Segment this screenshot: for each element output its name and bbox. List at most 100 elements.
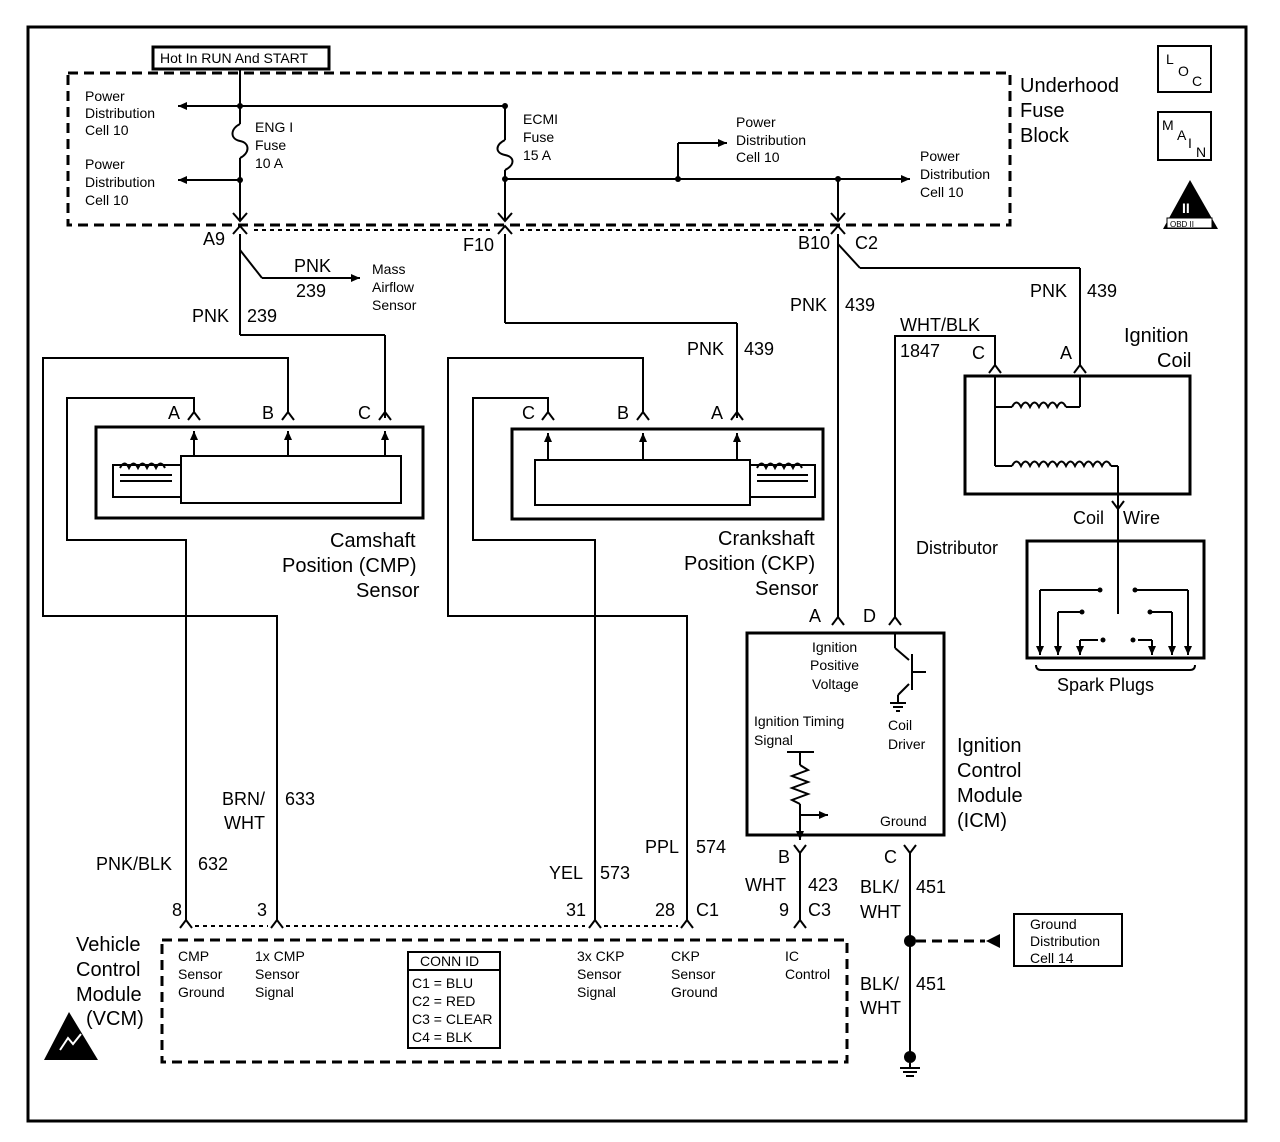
wire-color-pnk: PNK xyxy=(790,295,827,315)
vcm-label: Vehicle Control Module (VCM) xyxy=(76,934,144,1030)
svg-text:WHT: WHT xyxy=(860,902,901,922)
vcm-pin-31: 31 xyxy=(566,900,586,920)
svg-text:Ignition Timing: Ignition Timing xyxy=(754,713,844,729)
svg-text:Cell 10: Cell 10 xyxy=(85,192,129,208)
wire-color-pnk: PNK xyxy=(1030,281,1067,301)
svg-text:Positive: Positive xyxy=(810,657,859,673)
vcm-pin-8: 8 xyxy=(172,900,182,920)
ignition-control-module xyxy=(745,631,946,840)
ignition-coil-label: Ignition Coil xyxy=(1124,325,1191,372)
wire-color-wht-blk: WHT/BLK xyxy=(900,315,980,335)
maf-sensor-label: Mass Airflow Sensor xyxy=(372,261,417,313)
connector-a9 xyxy=(232,212,248,223)
terminal-c2: C2 xyxy=(855,233,878,253)
svg-text:N: N xyxy=(1196,144,1206,160)
main-icon: M A I N xyxy=(1157,111,1212,161)
svg-text:C1 = BLU: C1 = BLU xyxy=(412,975,473,991)
svg-text:Cell 14: Cell 14 xyxy=(1030,950,1074,966)
svg-text:O: O xyxy=(1178,63,1189,79)
distributor-label: Distributor xyxy=(916,538,998,558)
vcm-cmp-sensor-ground: CMP Sensor Ground xyxy=(178,948,225,1000)
svg-text:Mass: Mass xyxy=(372,261,405,277)
svg-text:Airflow: Airflow xyxy=(372,279,415,295)
conn-id-table: CONN ID C1 = BLU C2 = RED C3 = CLEAR C4 … xyxy=(407,951,501,1049)
wire-label-blk-wht-451: BLK/ WHT 451 xyxy=(860,974,946,1018)
ckp-sensor-label: Crankshaft Position (CKP) Sensor xyxy=(684,528,819,600)
vcm-ckp-sensor-signal: 3x CKP Sensor Signal xyxy=(577,948,624,1000)
svg-text:Cell 10: Cell 10 xyxy=(85,122,129,138)
svg-text:Voltage: Voltage xyxy=(812,676,859,692)
icm-label: Ignition Control Module (ICM) xyxy=(957,735,1023,832)
wire-color-pnk: PNK xyxy=(192,306,229,326)
cmp-pin-a: A xyxy=(168,403,180,423)
svg-text:451: 451 xyxy=(916,877,946,897)
svg-text:CKP: CKP xyxy=(671,948,700,964)
wire-color-ppl: PPL xyxy=(645,837,679,857)
svg-text:WHT: WHT xyxy=(860,998,901,1018)
svg-text:Fuse: Fuse xyxy=(523,129,554,145)
engi-fuse-label: ENG I Fuse 10 A xyxy=(255,119,293,171)
icm-pin-d: D xyxy=(863,606,876,626)
ignition-coil xyxy=(963,374,1192,496)
location-icon: L O C xyxy=(1157,45,1212,93)
ckp-sensor xyxy=(510,427,825,521)
fuse-symbol-ecmi xyxy=(496,139,514,171)
svg-text:OBD II: OBD II xyxy=(1170,220,1194,229)
wire-color-yel: YEL xyxy=(549,863,583,883)
ckp-pin-c: C xyxy=(522,403,535,423)
vcm-ic-control: IC Control xyxy=(785,948,830,982)
svg-text:Ground: Ground xyxy=(178,984,225,1000)
svg-text:Sensor: Sensor xyxy=(178,966,223,982)
vcm-cmp-sensor-signal: 1x CMP Sensor Signal xyxy=(255,948,305,1000)
vcm-pin-3: 3 xyxy=(257,900,267,920)
svg-text:A: A xyxy=(1177,127,1187,143)
fuse-block-outline xyxy=(66,71,1012,227)
wire-color-brn: BRN/ xyxy=(222,789,265,809)
wire-number-633: 633 xyxy=(285,789,315,809)
svg-text:BLK/: BLK/ xyxy=(860,974,899,994)
svg-text:Position (CKP): Position (CKP) xyxy=(684,553,815,575)
svg-text:Control: Control xyxy=(76,959,140,981)
connector-f10 xyxy=(497,212,513,223)
ground-distribution-box xyxy=(1013,913,1123,967)
wire-number-573: 573 xyxy=(600,863,630,883)
icm-pin-a: A xyxy=(809,606,821,626)
wire-number-574: 574 xyxy=(696,837,726,857)
svg-text:Signal: Signal xyxy=(754,732,793,748)
icm-coil-driver: Coil Driver xyxy=(888,717,926,752)
svg-text:Distribution: Distribution xyxy=(736,132,806,148)
coil-wire-label: Coil Wire xyxy=(1073,508,1160,528)
icm-pin-b: B xyxy=(778,847,790,867)
wire-color-wht: WHT xyxy=(745,875,786,895)
svg-text:Module: Module xyxy=(76,984,142,1006)
svg-text:Power: Power xyxy=(920,148,960,164)
svg-text:Sensor: Sensor xyxy=(755,578,819,600)
svg-text:Ignition: Ignition xyxy=(957,735,1022,757)
svg-text:Driver: Driver xyxy=(888,736,926,752)
cmp-sensor-label: Camshaft Position (CMP) Sensor xyxy=(282,530,420,602)
svg-text:Control: Control xyxy=(785,966,830,982)
wire-number-423: 423 xyxy=(808,875,838,895)
terminal-a9: A9 xyxy=(203,229,225,249)
ckp-pin-a: A xyxy=(711,403,723,423)
svg-text:Power: Power xyxy=(85,156,125,172)
terminal-b10: B10 xyxy=(798,233,830,253)
svg-text:Underhood: Underhood xyxy=(1020,75,1119,97)
svg-text:Fuse: Fuse xyxy=(1020,100,1064,122)
icm-pin-c: C xyxy=(884,847,897,867)
terminal-f10: F10 xyxy=(463,235,494,255)
vehicle-control-module xyxy=(160,938,849,1064)
vcm-pin-28: 28 xyxy=(655,900,675,920)
svg-text:15 A: 15 A xyxy=(523,147,552,163)
esd-icon xyxy=(44,1012,98,1060)
power-distribution-label: Power Distribution Cell 10 xyxy=(920,148,990,200)
svg-text:I: I xyxy=(1188,135,1192,151)
svg-text:(VCM): (VCM) xyxy=(86,1008,144,1030)
svg-text:Cell 10: Cell 10 xyxy=(920,184,964,200)
svg-text:Signal: Signal xyxy=(577,984,616,1000)
svg-text:CONN ID: CONN ID xyxy=(420,953,479,969)
svg-text:Ground: Ground xyxy=(671,984,718,1000)
svg-text:CMP: CMP xyxy=(178,948,209,964)
svg-text:Control: Control xyxy=(957,760,1021,782)
